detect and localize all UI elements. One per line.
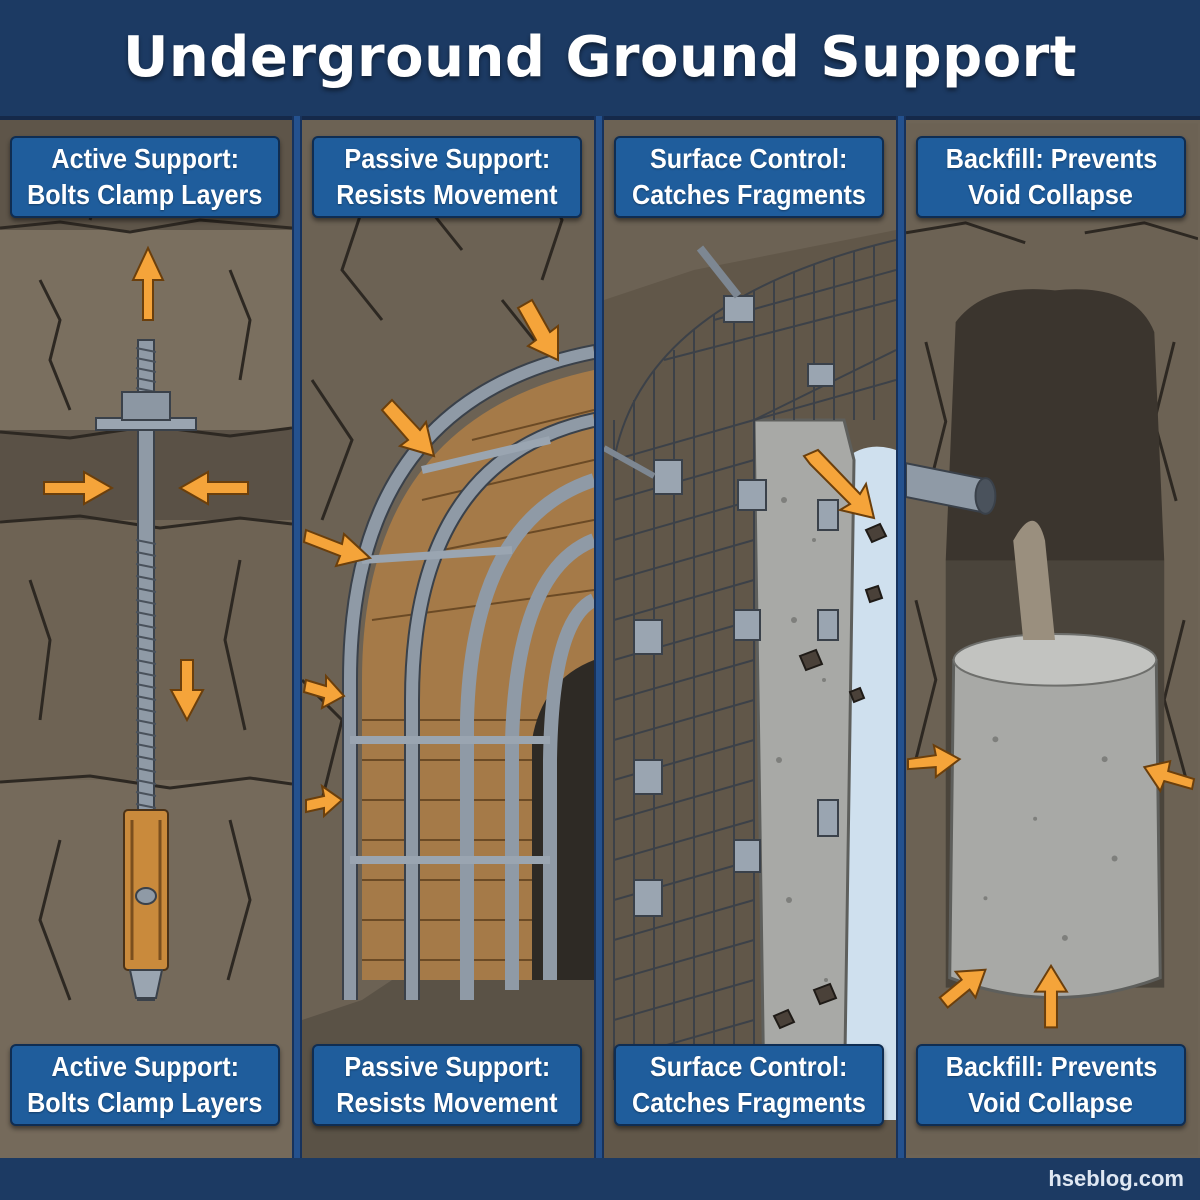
shotcrete-layer bbox=[752, 418, 856, 1122]
label-line: Resists Movement bbox=[336, 1087, 558, 1118]
arrow-icon bbox=[43, 245, 249, 723]
panel-divider bbox=[594, 116, 604, 1160]
panel-label-bottom: Passive Support: Resists Movement bbox=[312, 1044, 582, 1126]
panel-label-top: Passive Support: Resists Movement bbox=[312, 136, 582, 218]
arrow-icon bbox=[802, 448, 876, 520]
title-bar: Underground Ground Support Systems bbox=[0, 0, 1200, 206]
mesh-shotcrete-illustration bbox=[604, 120, 896, 1158]
threaded-anchor-bolt bbox=[604, 445, 656, 479]
mesh-anchor-plates bbox=[633, 295, 839, 917]
label-line: Resists Movement bbox=[336, 179, 558, 210]
tie-rods bbox=[350, 436, 551, 864]
footer-bar bbox=[0, 1158, 1200, 1200]
label-line: Passive Support: bbox=[344, 143, 550, 174]
rock-bolt-illustration bbox=[0, 120, 292, 1158]
backfill-illustration bbox=[906, 123, 1198, 1155]
label-line: Active Support: bbox=[51, 143, 239, 174]
label-line: Backfill: Prevents bbox=[945, 1051, 1157, 1082]
panel-active-support: Active Support: Bolts Clamp Layers Activ… bbox=[0, 120, 292, 1158]
rock-bolt bbox=[95, 339, 197, 1001]
panel-label-bottom: Active Support: Bolts Clamp Layers bbox=[10, 1044, 280, 1126]
panel-divider bbox=[292, 116, 302, 1160]
backfill-surface bbox=[952, 633, 1158, 687]
panel-divider bbox=[896, 116, 906, 1160]
backfill-texture bbox=[983, 736, 1118, 941]
pipe-outlet bbox=[974, 477, 997, 515]
panel-backfill: Backfill: Prevents Void Collapse Backfil… bbox=[906, 120, 1200, 1158]
label-line: Surface Control: bbox=[650, 143, 848, 174]
panel-surface-control: Surface Control: Catches Fragments Surfa… bbox=[604, 120, 896, 1158]
label-line: Void Collapse bbox=[968, 179, 1134, 210]
label-line: Active Support: bbox=[51, 1051, 239, 1082]
steel-arch-outline bbox=[342, 344, 594, 1000]
page-title: Underground Ground Support Systems bbox=[122, 25, 1078, 206]
label-line: Catches Fragments bbox=[632, 1087, 866, 1118]
label-line: Bolts Clamp Layers bbox=[27, 179, 263, 210]
steel-set-illustration bbox=[302, 120, 594, 1158]
threaded-anchor-bolt bbox=[696, 245, 742, 299]
panel-label-top: Active Support: Bolts Clamp Layers bbox=[10, 136, 280, 218]
panel-label-top: Surface Control: Catches Fragments bbox=[614, 136, 884, 218]
stope-void bbox=[945, 289, 1165, 561]
label-line: Void Collapse bbox=[968, 1087, 1134, 1118]
label-line: Catches Fragments bbox=[632, 179, 866, 210]
panel-label-bottom: Backfill: Prevents Void Collapse bbox=[916, 1044, 1186, 1126]
label-line: Surface Control: bbox=[650, 1051, 848, 1082]
fill-slurry-stream bbox=[1013, 520, 1055, 640]
bolt-tip bbox=[128, 969, 164, 999]
tunnel-opening bbox=[844, 446, 896, 1121]
hex-nut bbox=[121, 391, 171, 421]
panel-label-bottom: Surface Control: Catches Fragments bbox=[614, 1044, 884, 1126]
welded-wire-mesh bbox=[613, 239, 896, 1080]
arrow-icon bbox=[906, 743, 1196, 1029]
label-line: Backfill: Prevents bbox=[945, 143, 1157, 174]
label-line: Passive Support: bbox=[344, 1051, 550, 1082]
panel-passive-support: Passive Support: Resists Movement Passiv… bbox=[302, 120, 594, 1158]
cemented-backfill bbox=[948, 638, 1162, 999]
panel-label-top: Backfill: Prevents Void Collapse bbox=[916, 136, 1186, 218]
label-line: Bolts Clamp Layers bbox=[27, 1087, 263, 1118]
site-credit: hseblog.com bbox=[1048, 1166, 1184, 1191]
steel-arch-set bbox=[343, 345, 594, 1000]
arrow-icon bbox=[302, 298, 559, 819]
loose-rock-fragments bbox=[772, 522, 888, 1030]
